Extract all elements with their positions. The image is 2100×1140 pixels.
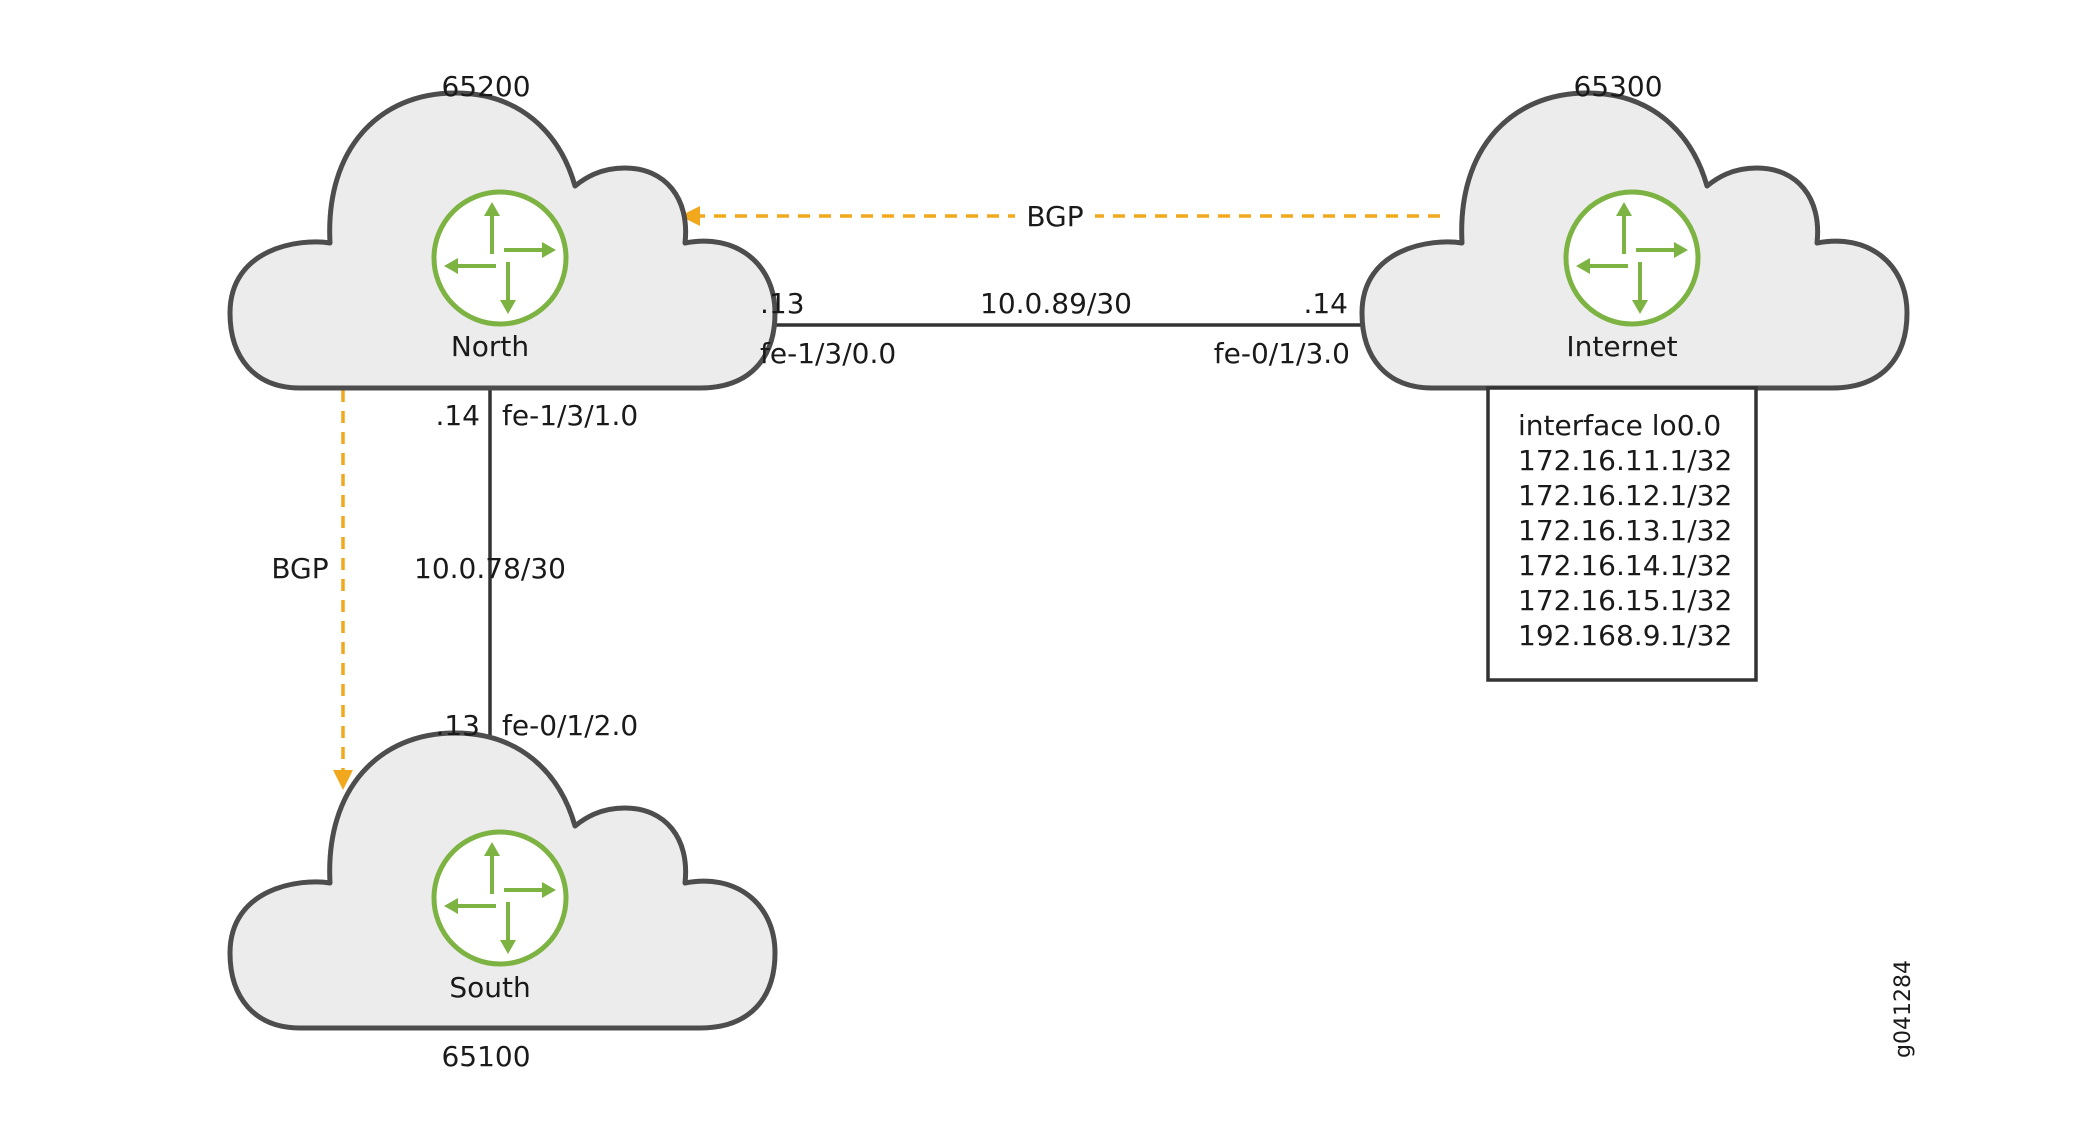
interface-box — [1486, 386, 1758, 682]
north-south-south-host: .13 — [435, 709, 480, 742]
north-internet-subnet: 10.0.89/30 — [980, 287, 1132, 320]
interface-box-line: 192.168.9.1/32 — [1518, 619, 1732, 652]
interface-box-line: 172.16.15.1/32 — [1518, 584, 1732, 617]
north-asn: 65200 — [441, 70, 530, 103]
router-icon — [434, 192, 566, 324]
north-internet-north-host: .13 — [760, 287, 805, 320]
interface-box-line: 172.16.12.1/32 — [1518, 479, 1732, 512]
router-icon — [434, 832, 566, 964]
interface-box-line: interface lo0.0 — [1518, 409, 1721, 442]
south-name: South — [449, 971, 530, 1004]
internet-asn: 65300 — [1573, 70, 1662, 103]
bgp-arrow-internet-to-north — [680, 206, 1440, 226]
interface-box-line: 172.16.14.1/32 — [1518, 549, 1732, 582]
north-south-north-host: .14 — [435, 399, 480, 432]
north-south-north-iface: fe-1/3/1.0 — [502, 399, 638, 432]
north-south-south-iface: fe-0/1/2.0 — [502, 709, 638, 742]
bgp-label-internet-north: BGP — [1026, 200, 1083, 233]
north-internet-internet-iface: fe-0/1/3.0 — [1214, 337, 1350, 370]
north-internet-north-iface: fe-1/3/0.0 — [760, 337, 896, 370]
bgp-label-north-south: BGP — [271, 552, 328, 585]
interface-box-line: 172.16.11.1/32 — [1518, 444, 1732, 477]
internet-name: Internet — [1566, 330, 1677, 363]
interface-box-line: 172.16.13.1/32 — [1518, 514, 1732, 547]
north-name: North — [451, 330, 529, 363]
north-south-subnet: 10.0.78/30 — [414, 552, 566, 585]
figure-id: g041284 — [1891, 960, 1916, 1058]
bgp-arrow-north-to-south — [333, 390, 353, 790]
south-asn: 65100 — [441, 1040, 530, 1073]
north-internet-internet-host: .14 — [1303, 287, 1348, 320]
router-icon — [1566, 192, 1698, 324]
